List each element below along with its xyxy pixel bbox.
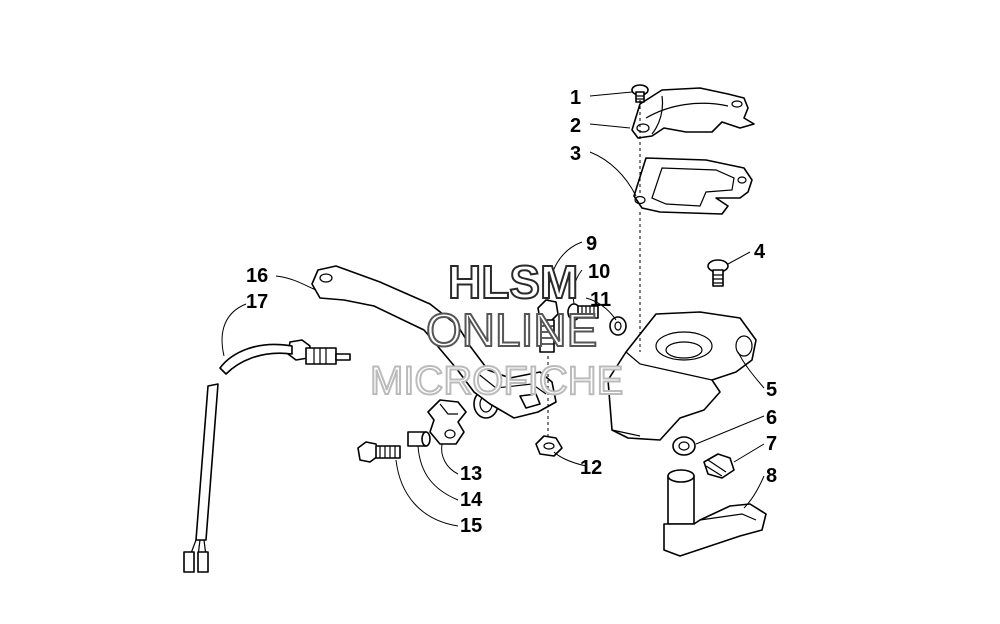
- pivot-bolt: [537, 299, 559, 353]
- watermark-line-2: ONLINE: [426, 304, 597, 356]
- callout-11: 11: [590, 289, 611, 311]
- watermark: HLSM ONLINE MICROFICHE: [369, 255, 624, 404]
- callout-13: 13: [460, 463, 482, 485]
- screw-4: [707, 259, 729, 287]
- callout-5: 5: [766, 379, 777, 401]
- callout-3: 3: [570, 143, 581, 165]
- callout-14: 14: [460, 489, 483, 511]
- callout-10: 10: [588, 261, 610, 283]
- callout-9: 9: [586, 233, 597, 255]
- callout-8: 8: [766, 465, 777, 487]
- switch-cable: [183, 343, 293, 573]
- callout-4: 4: [754, 241, 766, 263]
- bracket-13: [427, 399, 467, 445]
- brake-switch: [287, 339, 351, 365]
- cover-screw: [631, 84, 649, 103]
- upper-cover: [631, 87, 755, 139]
- callout-12: 12: [580, 457, 602, 479]
- watermark-line-3: MICROFICHE: [370, 359, 623, 403]
- callout-17: 17: [246, 291, 268, 313]
- throttle-lever: [663, 469, 767, 557]
- nut-12: [535, 435, 563, 457]
- collar-11: [609, 316, 627, 336]
- callout-16: 16: [246, 265, 268, 287]
- washer-6: [672, 436, 696, 456]
- leader-lines: [221, 91, 765, 527]
- callout-6: 6: [766, 407, 777, 429]
- spacer-14: [407, 431, 431, 447]
- callout-15: 15: [460, 515, 482, 537]
- brake-lever: [311, 265, 557, 419]
- callout-2: 2: [570, 115, 581, 137]
- callout-7: 7: [766, 433, 777, 455]
- callouts: 1 2 3 4 5 6 7 8 9 10 11 12 13 14 15 16 1…: [246, 87, 777, 537]
- watermark-line-1: HLSM: [448, 256, 578, 308]
- gasket: [633, 157, 753, 215]
- bolt-7: [703, 453, 735, 479]
- bolt-15: [357, 441, 401, 463]
- callout-1: 1: [570, 87, 581, 109]
